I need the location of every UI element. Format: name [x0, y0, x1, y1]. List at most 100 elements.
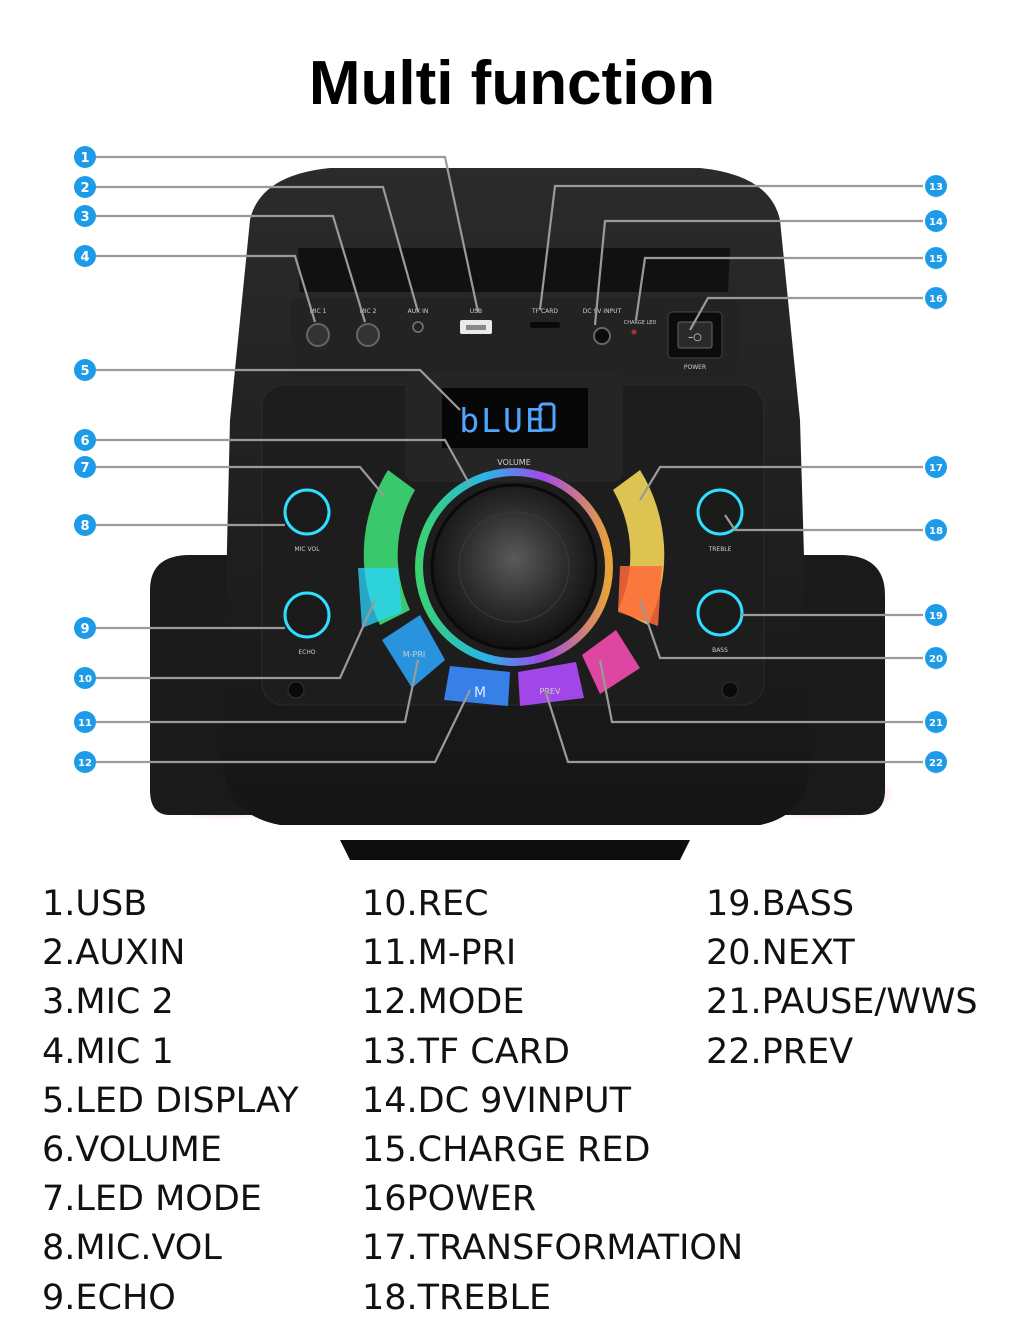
svg-text:11: 11 [78, 718, 92, 729]
svg-text:6: 6 [80, 434, 89, 449]
mic-vol-label: MIC VOL [294, 546, 320, 553]
legend-column-2: 10.REC 11.M-PRI 12.MODE 13.TF CARD 14.DC… [362, 880, 743, 1323]
leader-line-16 [689, 296, 923, 331]
callout-17: 17 [925, 456, 947, 478]
mode-button[interactable] [444, 666, 510, 706]
legend-item: 16POWER [362, 1179, 537, 1220]
io-panel [290, 298, 740, 378]
legend-item: 7.LED MODE [42, 1179, 262, 1220]
treble-label: TREBLE [708, 546, 732, 553]
legend-item: 17.TRANSFORMATION [362, 1228, 744, 1269]
m-pri-label: M-PRI [403, 650, 426, 659]
mic2-jack[interactable] [356, 323, 380, 347]
svg-text:7: 7 [80, 461, 89, 476]
legend-item: 20.NEXT [706, 933, 855, 974]
power-switch-glyph: –○ [688, 332, 702, 343]
callout-7: 7 [74, 456, 96, 478]
callout-14: 14 [925, 210, 947, 232]
leader-line-11 [96, 659, 420, 724]
leader-line-10 [96, 599, 377, 680]
leader-line-12 [96, 689, 471, 764]
legend-item: 18.TREBLE [362, 1277, 552, 1318]
leader-line-21 [598, 659, 923, 724]
battery-icon [538, 402, 556, 432]
volume-knob[interactable] [430, 483, 598, 651]
treble-knob[interactable] [696, 488, 744, 536]
volume-knob-rim [458, 511, 570, 623]
usb-port-slot [466, 325, 486, 330]
legend-item: 9.ECHO [42, 1277, 176, 1318]
mic1-jack[interactable] [306, 323, 330, 347]
dc-input-jack[interactable] [593, 327, 611, 345]
volume-ring-glow [415, 468, 613, 666]
m-pri-button[interactable] [382, 615, 445, 688]
display-text: bLUE [459, 401, 546, 440]
side-knobs: MIC VOL ECHO TREBLE BASS [283, 488, 744, 699]
page-title: Multi function [308, 49, 716, 118]
legend-item: 4.MIC 1 [42, 1031, 174, 1072]
prev-label: PREV [540, 687, 561, 696]
callout-10: 10 [74, 667, 96, 689]
leader-line-17 [639, 465, 923, 501]
legend-item: 14.DC 9VINPUT [362, 1080, 631, 1121]
svg-text:14: 14 [929, 217, 943, 228]
svg-text:18: 18 [929, 526, 943, 537]
legend-item: 13.TF CARD [362, 1031, 570, 1072]
svg-text:20: 20 [929, 654, 943, 665]
leader-line-1 [96, 155, 480, 313]
mic-vol-knob[interactable] [283, 488, 331, 536]
legend-item: 2.AUXIN [42, 933, 186, 974]
legend-column-1: 1.USB 2.AUXIN 3.MIC 2 4.MIC 1 5.LED DISP… [42, 880, 299, 1323]
svg-text:1: 1 [80, 151, 89, 166]
callout-1: 1 [74, 146, 96, 168]
bass-label: BASS [712, 647, 728, 654]
leader-line-2 [96, 185, 420, 313]
legend-item: 11.M-PRI [362, 933, 517, 974]
tf-card-label: TF CARD [531, 308, 558, 315]
tf-card-slot[interactable] [530, 322, 560, 328]
leader-line-20 [638, 599, 923, 660]
mode-label: M [474, 685, 486, 701]
callout-11: 11 [74, 711, 96, 733]
legend-item: 15.CHARGE RED [362, 1129, 651, 1170]
echo-knob[interactable] [283, 591, 331, 639]
screw-left [287, 681, 305, 699]
mic2-label: MIC 2 [360, 308, 377, 315]
charge-label: CHARGE LED [624, 320, 657, 326]
svg-text:2: 2 [80, 181, 89, 196]
svg-text:12: 12 [78, 758, 92, 769]
bass-knob[interactable] [696, 589, 744, 637]
callout-12: 12 [74, 751, 96, 773]
legend-item: 6.VOLUME [42, 1129, 222, 1170]
leader-line-13 [538, 184, 923, 311]
callout-9: 9 [74, 617, 96, 639]
callout-6: 6 [74, 429, 96, 451]
svg-text:15: 15 [929, 254, 943, 265]
svg-text:4: 4 [80, 250, 89, 265]
svg-text:3: 3 [80, 210, 89, 225]
handle-slot [298, 248, 730, 292]
volume-label: VOLUME [497, 458, 531, 467]
pause-button[interactable] [582, 630, 640, 694]
callout-13: 13 [925, 175, 947, 197]
echo-label: ECHO [298, 649, 315, 656]
leader-line-5 [96, 368, 461, 411]
legend-item: 19.BASS [706, 884, 855, 924]
leader-lines [96, 155, 923, 764]
prev-button[interactable] [518, 662, 584, 706]
speaker-foot [340, 840, 690, 860]
legend-item: 1.USB [42, 884, 148, 924]
dc-input-label: DC 9V INPUT [583, 308, 622, 315]
svg-text:21: 21 [929, 718, 943, 729]
mic1-label: MIC 1 [310, 308, 327, 315]
svg-text:10: 10 [78, 674, 92, 685]
callout-22: 22 [925, 751, 947, 773]
aux-jack[interactable] [412, 321, 424, 333]
next-button[interactable] [618, 566, 662, 626]
callout-2: 2 [74, 176, 96, 198]
callout-16: 16 [925, 287, 947, 309]
svg-text:8: 8 [80, 519, 89, 534]
legend-item: 10.REC [362, 884, 489, 924]
legend-item: 5.LED DISPLAY [42, 1080, 299, 1121]
callout-21: 21 [925, 711, 947, 733]
